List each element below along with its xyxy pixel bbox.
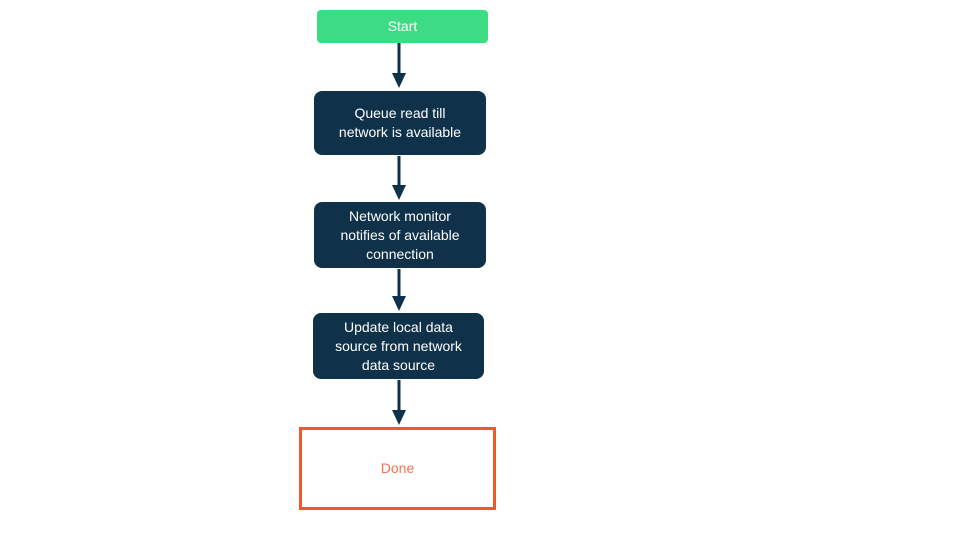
node-done[interactable]: Done [299,427,496,510]
connector-network-monitor-to-update-local [387,269,411,311]
node-update-local-data-source[interactable]: Update local data source from network da… [313,313,484,379]
arrow-stem-icon [397,269,401,297]
node-start-label: Start [387,18,418,34]
node-done-label: Done [380,460,415,476]
node-queue-read[interactable]: Queue read till network is available [314,91,486,155]
arrow-head-icon [392,73,406,88]
arrow-head-icon [392,185,406,200]
connector-update-local-to-done [387,380,411,425]
arrow-stem-icon [397,380,401,411]
arrow-head-icon [392,410,406,425]
arrow-stem-icon [397,43,401,74]
node-network-monitor-label: Network monitor notifies of available co… [340,207,460,262]
node-start[interactable]: Start [317,10,488,43]
arrow-stem-icon [397,156,401,186]
arrow-head-icon [392,296,406,311]
node-network-monitor[interactable]: Network monitor notifies of available co… [314,202,486,268]
connector-start-to-queue-read [387,43,411,88]
node-queue-read-label: Queue read till network is available [338,105,462,140]
node-update-local-data-source-label: Update local data source from network da… [335,318,462,373]
connector-queue-read-to-network-monitor [387,156,411,200]
